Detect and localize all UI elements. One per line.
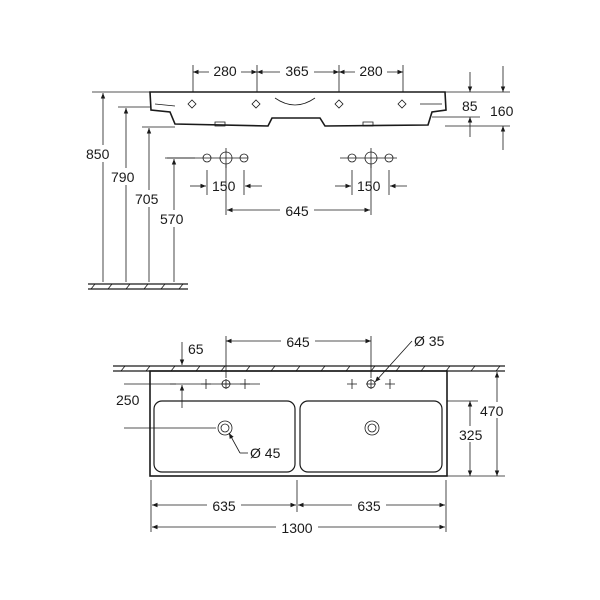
side-tap-group-right [335,148,407,215]
top-dim-65: 65 [188,341,204,357]
side-tap-group-left [165,148,262,215]
top-tap-holes-right [347,379,395,389]
bowl-left [153,400,296,473]
top-dim-325: 325 [459,427,483,443]
side-dim-85: 85 [462,98,478,114]
side-dim-645: 645 [285,203,309,219]
basin-top-outline [149,370,448,477]
side-drain-notches [214,121,374,127]
side-view: 280 365 280 85 160 850 790 705 570 [86,62,514,290]
basin-side-outline [149,91,447,127]
top-dim-645: 645 [286,334,310,350]
side-dim-150-left: 150 [212,178,236,194]
top-dim-250: 250 [116,392,140,408]
top-view: 65 645 Ø 35 250 325 470 Ø 45 [113,333,518,536]
side-dim-280-left: 280 [213,63,237,79]
floor-line [88,283,188,290]
side-dim-705: 705 [135,191,159,207]
side-dim-570: 570 [160,211,184,227]
top-dim-470: 470 [480,403,504,419]
drain-left [217,420,233,436]
bowl-right [299,400,443,473]
side-dim-160: 160 [490,103,514,119]
top-dim-635-left: 635 [212,498,236,514]
side-dim-280-right: 280 [359,63,383,79]
drain-right [364,420,380,436]
top-dim-tap-hole: Ø 35 [414,333,445,349]
side-dim-850: 850 [86,146,110,162]
side-dim-365: 365 [285,63,309,79]
side-dim-150-right: 150 [357,178,381,194]
side-tap-markers [187,99,407,109]
top-dim-1300: 1300 [281,520,312,536]
basin-side-inner-line [154,97,442,107]
side-dim-790: 790 [111,169,135,185]
top-dim-635-right: 635 [357,498,381,514]
top-dim-drain-hole: Ø 45 [250,445,281,461]
